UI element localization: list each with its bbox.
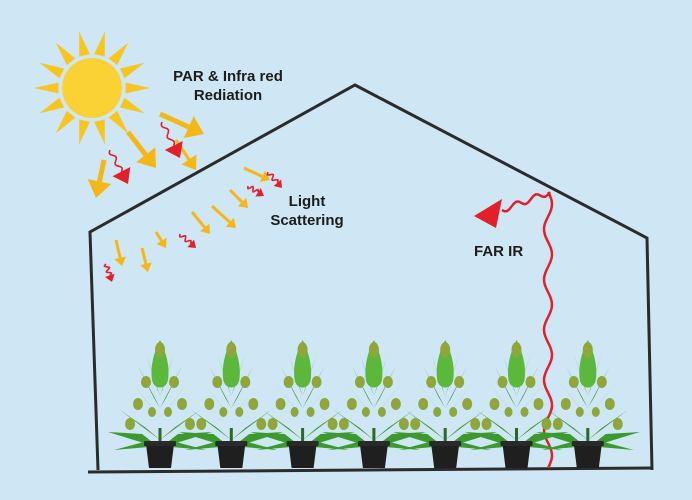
light-scattering-label: Light Scattering <box>268 192 346 230</box>
sun-ray <box>56 43 75 65</box>
par-arrow-shaft <box>212 206 230 222</box>
cannabis-plant-icon <box>251 340 355 458</box>
sun-ray <box>40 63 64 78</box>
par-arrow-shaft <box>128 132 146 155</box>
sun-ray <box>34 83 58 94</box>
sun-ray <box>94 120 105 145</box>
par-arrow-shaft <box>192 212 205 227</box>
plant-row <box>108 340 640 468</box>
plant-pot-icon <box>572 441 604 468</box>
far-ir-label: FAR IR <box>474 242 523 261</box>
plant-pot-icon <box>215 441 247 468</box>
sun-ray <box>79 120 90 145</box>
cannabis-plant-icon <box>393 340 497 458</box>
ir-arrow-wave <box>104 264 111 275</box>
sun-ray <box>79 31 90 56</box>
ir-arrow-wave <box>161 122 174 146</box>
plant-pot-icon <box>429 441 461 468</box>
par-arrow-shaft <box>230 190 242 202</box>
par-arrow-shaft <box>142 248 146 264</box>
yellow-arrow-icon <box>114 256 126 266</box>
ir-arrows <box>104 122 282 282</box>
par-label-line2: Rediation <box>173 86 283 105</box>
par-arrow-shaft <box>156 232 162 241</box>
sun-ray <box>126 83 150 94</box>
scatter-label-line2: Scattering <box>268 211 346 230</box>
plant-pot-icon <box>287 441 319 468</box>
sun-ray <box>56 111 75 133</box>
ir-arrow-wave <box>267 172 278 183</box>
sun-ray <box>40 98 64 113</box>
par-arrow-shaft <box>116 240 120 258</box>
par-infrared-label: PAR & Infra red Rediation <box>173 67 283 105</box>
scatter-label-line1: Light <box>268 192 346 211</box>
cannabis-plant-icon <box>322 340 426 458</box>
par-arrows <box>88 114 270 272</box>
ir-arrow-wave <box>248 186 258 192</box>
par-arrow-shaft <box>244 168 262 176</box>
cannabis-plant-icon <box>179 340 283 458</box>
sun-ray <box>120 63 144 78</box>
yellow-arrow-icon <box>88 179 111 198</box>
ir-arrow-wave <box>180 234 192 243</box>
plant-pot-icon <box>358 441 390 468</box>
sun-ray <box>109 111 128 133</box>
yellow-arrow-icon <box>136 147 156 168</box>
greenhouse-outline <box>88 85 652 472</box>
par-arrow-shaft <box>99 160 104 182</box>
plant-pot-icon <box>144 441 176 468</box>
sun-ray <box>94 31 105 56</box>
cannabis-plant-icon <box>108 340 212 458</box>
par-arrow-shaft <box>160 114 189 127</box>
far-ir-arrowhead <box>474 199 502 228</box>
sun-ray <box>120 98 144 113</box>
par-label-line1: PAR & Infra red <box>173 67 283 86</box>
ir-arrow-wave <box>109 150 122 172</box>
plant-pot-icon <box>501 441 533 468</box>
sun-icon <box>34 31 150 144</box>
sun-ray <box>109 43 128 65</box>
